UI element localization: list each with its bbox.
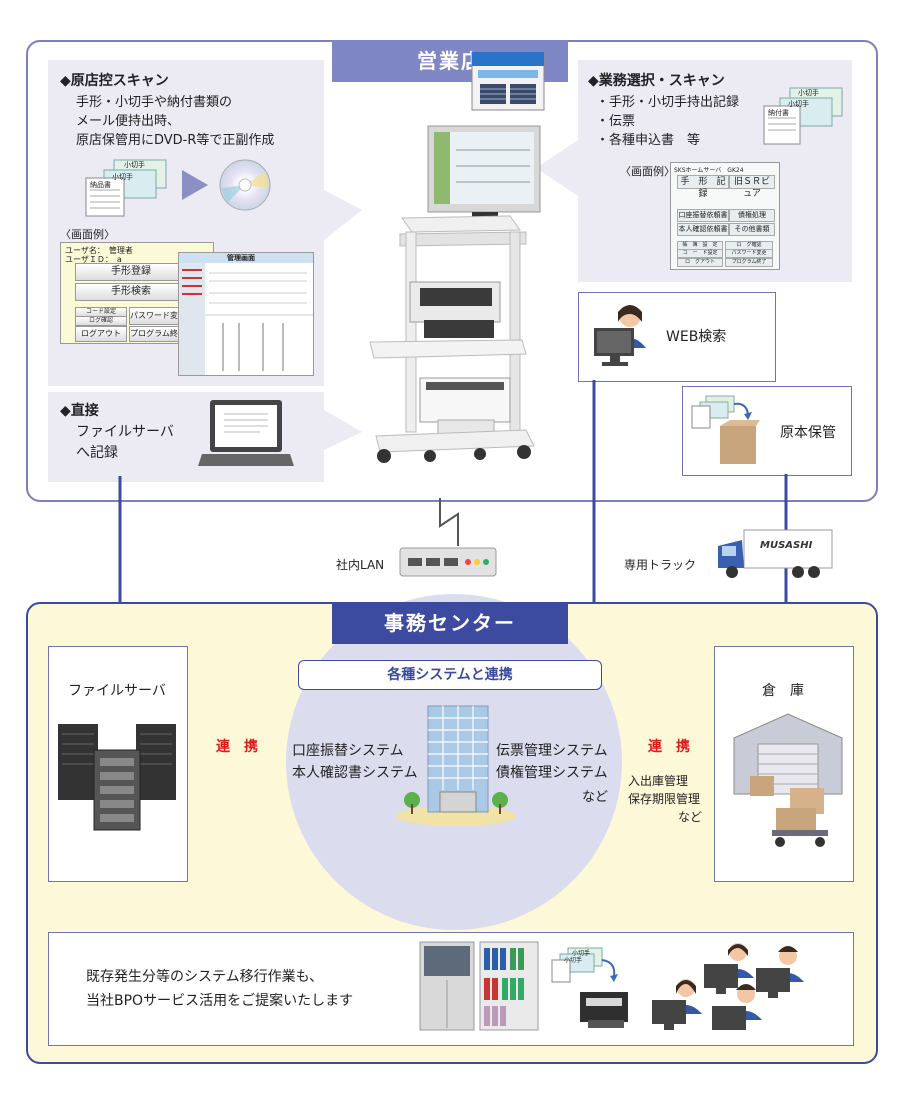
systems-etc: など xyxy=(582,790,609,805)
direct-record-line-2: へ記録 xyxy=(76,445,118,461)
bpo-card-label-b: 小切手 xyxy=(564,957,583,964)
business-item-3: ・各種申込書 等 xyxy=(596,133,701,148)
doc-card-label-c: 納品書 xyxy=(90,181,111,189)
direct-record-line-1: ファイルサーバ xyxy=(76,424,174,440)
laptop-icon xyxy=(198,396,294,472)
screen-example-label-right: 〈画面例〉 xyxy=(620,165,675,178)
bpo-scanner-docs-icon xyxy=(550,946,630,1032)
systems-banner: 各種システムと連携 xyxy=(298,660,602,690)
bpo-operators-icon xyxy=(646,938,826,1038)
bpo-line-2: 当社BPOサービス活用をご提案いたします xyxy=(86,993,354,1009)
exit-program-button-right[interactable]: プログラム終了 xyxy=(725,258,773,267)
scan-workstation-cart-illustration xyxy=(360,120,560,470)
dvd-disc-icon xyxy=(218,158,272,212)
truck-brand: MUSASHI xyxy=(760,540,813,551)
old-viewer-button[interactable]: 旧ＳＲビュア xyxy=(729,175,775,199)
lan-router-icon xyxy=(398,544,498,580)
identity-request-button[interactable]: 本人確認依頼書 xyxy=(677,223,729,236)
warehouse-title: 倉 庫 xyxy=(762,683,804,699)
delivery-truck-icon xyxy=(714,526,834,582)
direct-record-heading: ◆直接 xyxy=(60,403,99,419)
bill-record-button[interactable]: 手 形 記 録 xyxy=(677,175,735,199)
document-stack-icon xyxy=(82,158,172,218)
doc-card-label-right-a: 小切手 xyxy=(798,89,819,97)
screen-user-line-2: ユーザＩＤ： a xyxy=(65,255,122,264)
doc-card-label-right-c: 納付書 xyxy=(768,109,789,117)
business-item-1: ・手形・小切手持出記録 xyxy=(596,95,740,110)
original-scan-line-1: 手形・小切手や納付書類の xyxy=(76,95,233,110)
screen-user-line-1: ユーザ名： 管理者 xyxy=(65,246,133,255)
warehouse-note-2: 保存期限管理 xyxy=(628,792,701,806)
business-screen-top-label: SKSホームサーバ GK24 xyxy=(674,167,744,174)
system-left-2: 本人確認書システム xyxy=(292,765,418,781)
warehouse-note-1: 入出庫管理 xyxy=(628,774,689,788)
warehouse-note-3: など xyxy=(678,810,703,824)
web-search-label: WEB検索 xyxy=(666,329,727,345)
account-transfer-button[interactable]: 口座振替依頼書 xyxy=(677,209,729,222)
link-label-left: 連 携 xyxy=(216,739,258,755)
warehouse-building-icon xyxy=(728,708,848,856)
code-settings-button-right[interactable]: コ ー ド設定 xyxy=(677,249,723,258)
viewer-title: 管理画面 xyxy=(227,254,255,262)
storage-documents-icon xyxy=(690,392,760,468)
password-change-button-right[interactable]: パスワード変更 xyxy=(725,249,773,258)
document-viewer-screen: 管理画面 xyxy=(178,252,314,376)
exit-program-button[interactable]: プログラム終了 xyxy=(129,326,187,342)
system-right-2: 債権管理システム xyxy=(496,765,608,781)
truck-label: 専用トラック xyxy=(624,558,697,572)
filing-cabinets-icon xyxy=(418,938,542,1032)
original-storage-label: 原本保管 xyxy=(780,425,836,441)
bpo-card-label-a: 小切手 xyxy=(572,950,591,957)
lan-label: 社内LAN xyxy=(336,558,385,572)
system-left-1: 口座振替システム xyxy=(292,743,404,759)
search-button[interactable]: 手形検索 xyxy=(75,283,187,301)
register-button[interactable]: 手形登録 xyxy=(75,263,187,281)
claim-processing-button[interactable]: 債権処理 xyxy=(729,209,775,222)
doc-card-label-a: 小切手 xyxy=(124,161,145,169)
system-right-1: 伝票管理システム xyxy=(496,743,608,759)
bpo-line-1: 既存発生分等のシステム移行作業も、 xyxy=(86,969,324,985)
arrow-right-icon xyxy=(180,168,210,202)
link-label-right: 連 携 xyxy=(648,739,690,755)
screen-example-label-left: 〈画面例〉 xyxy=(60,228,115,241)
original-scan-line-2: メール便持出時、 xyxy=(76,114,181,129)
original-scan-line-3: 原店保管用にDVD-R等で正副作成 xyxy=(76,133,275,148)
business-app-screen: SKSホームサーバ GK24 手 形 記 録 旧ＳＲビュア 口座振替依頼書 債権… xyxy=(670,162,780,270)
web-search-user-icon xyxy=(590,298,650,374)
other-documents-button[interactable]: その他書類 xyxy=(729,223,775,236)
logout-button[interactable]: ログアウト xyxy=(75,326,127,342)
document-stack-icon-right xyxy=(762,86,846,146)
operations-center-title: 事務センター xyxy=(332,602,568,644)
server-rack-icon xyxy=(56,720,180,832)
branch-building-icon xyxy=(470,48,546,112)
office-building-icon xyxy=(394,700,518,828)
business-item-2: ・伝票 xyxy=(596,114,636,129)
log-check-button-right[interactable]: ロ グ確認 xyxy=(725,241,773,250)
original-scan-heading: ◆原店控スキャン xyxy=(60,73,169,89)
doc-card-label-b: 小切手 xyxy=(112,173,133,181)
doc-card-label-right-b: 小切手 xyxy=(788,100,809,108)
log-check-button[interactable]: ログ確認 xyxy=(75,316,127,326)
logout-button-right[interactable]: ロ グアウト xyxy=(677,258,723,267)
file-server-title: ファイルサーバ xyxy=(68,683,166,699)
business-select-heading: ◆業務選択・スキャン xyxy=(588,73,725,89)
